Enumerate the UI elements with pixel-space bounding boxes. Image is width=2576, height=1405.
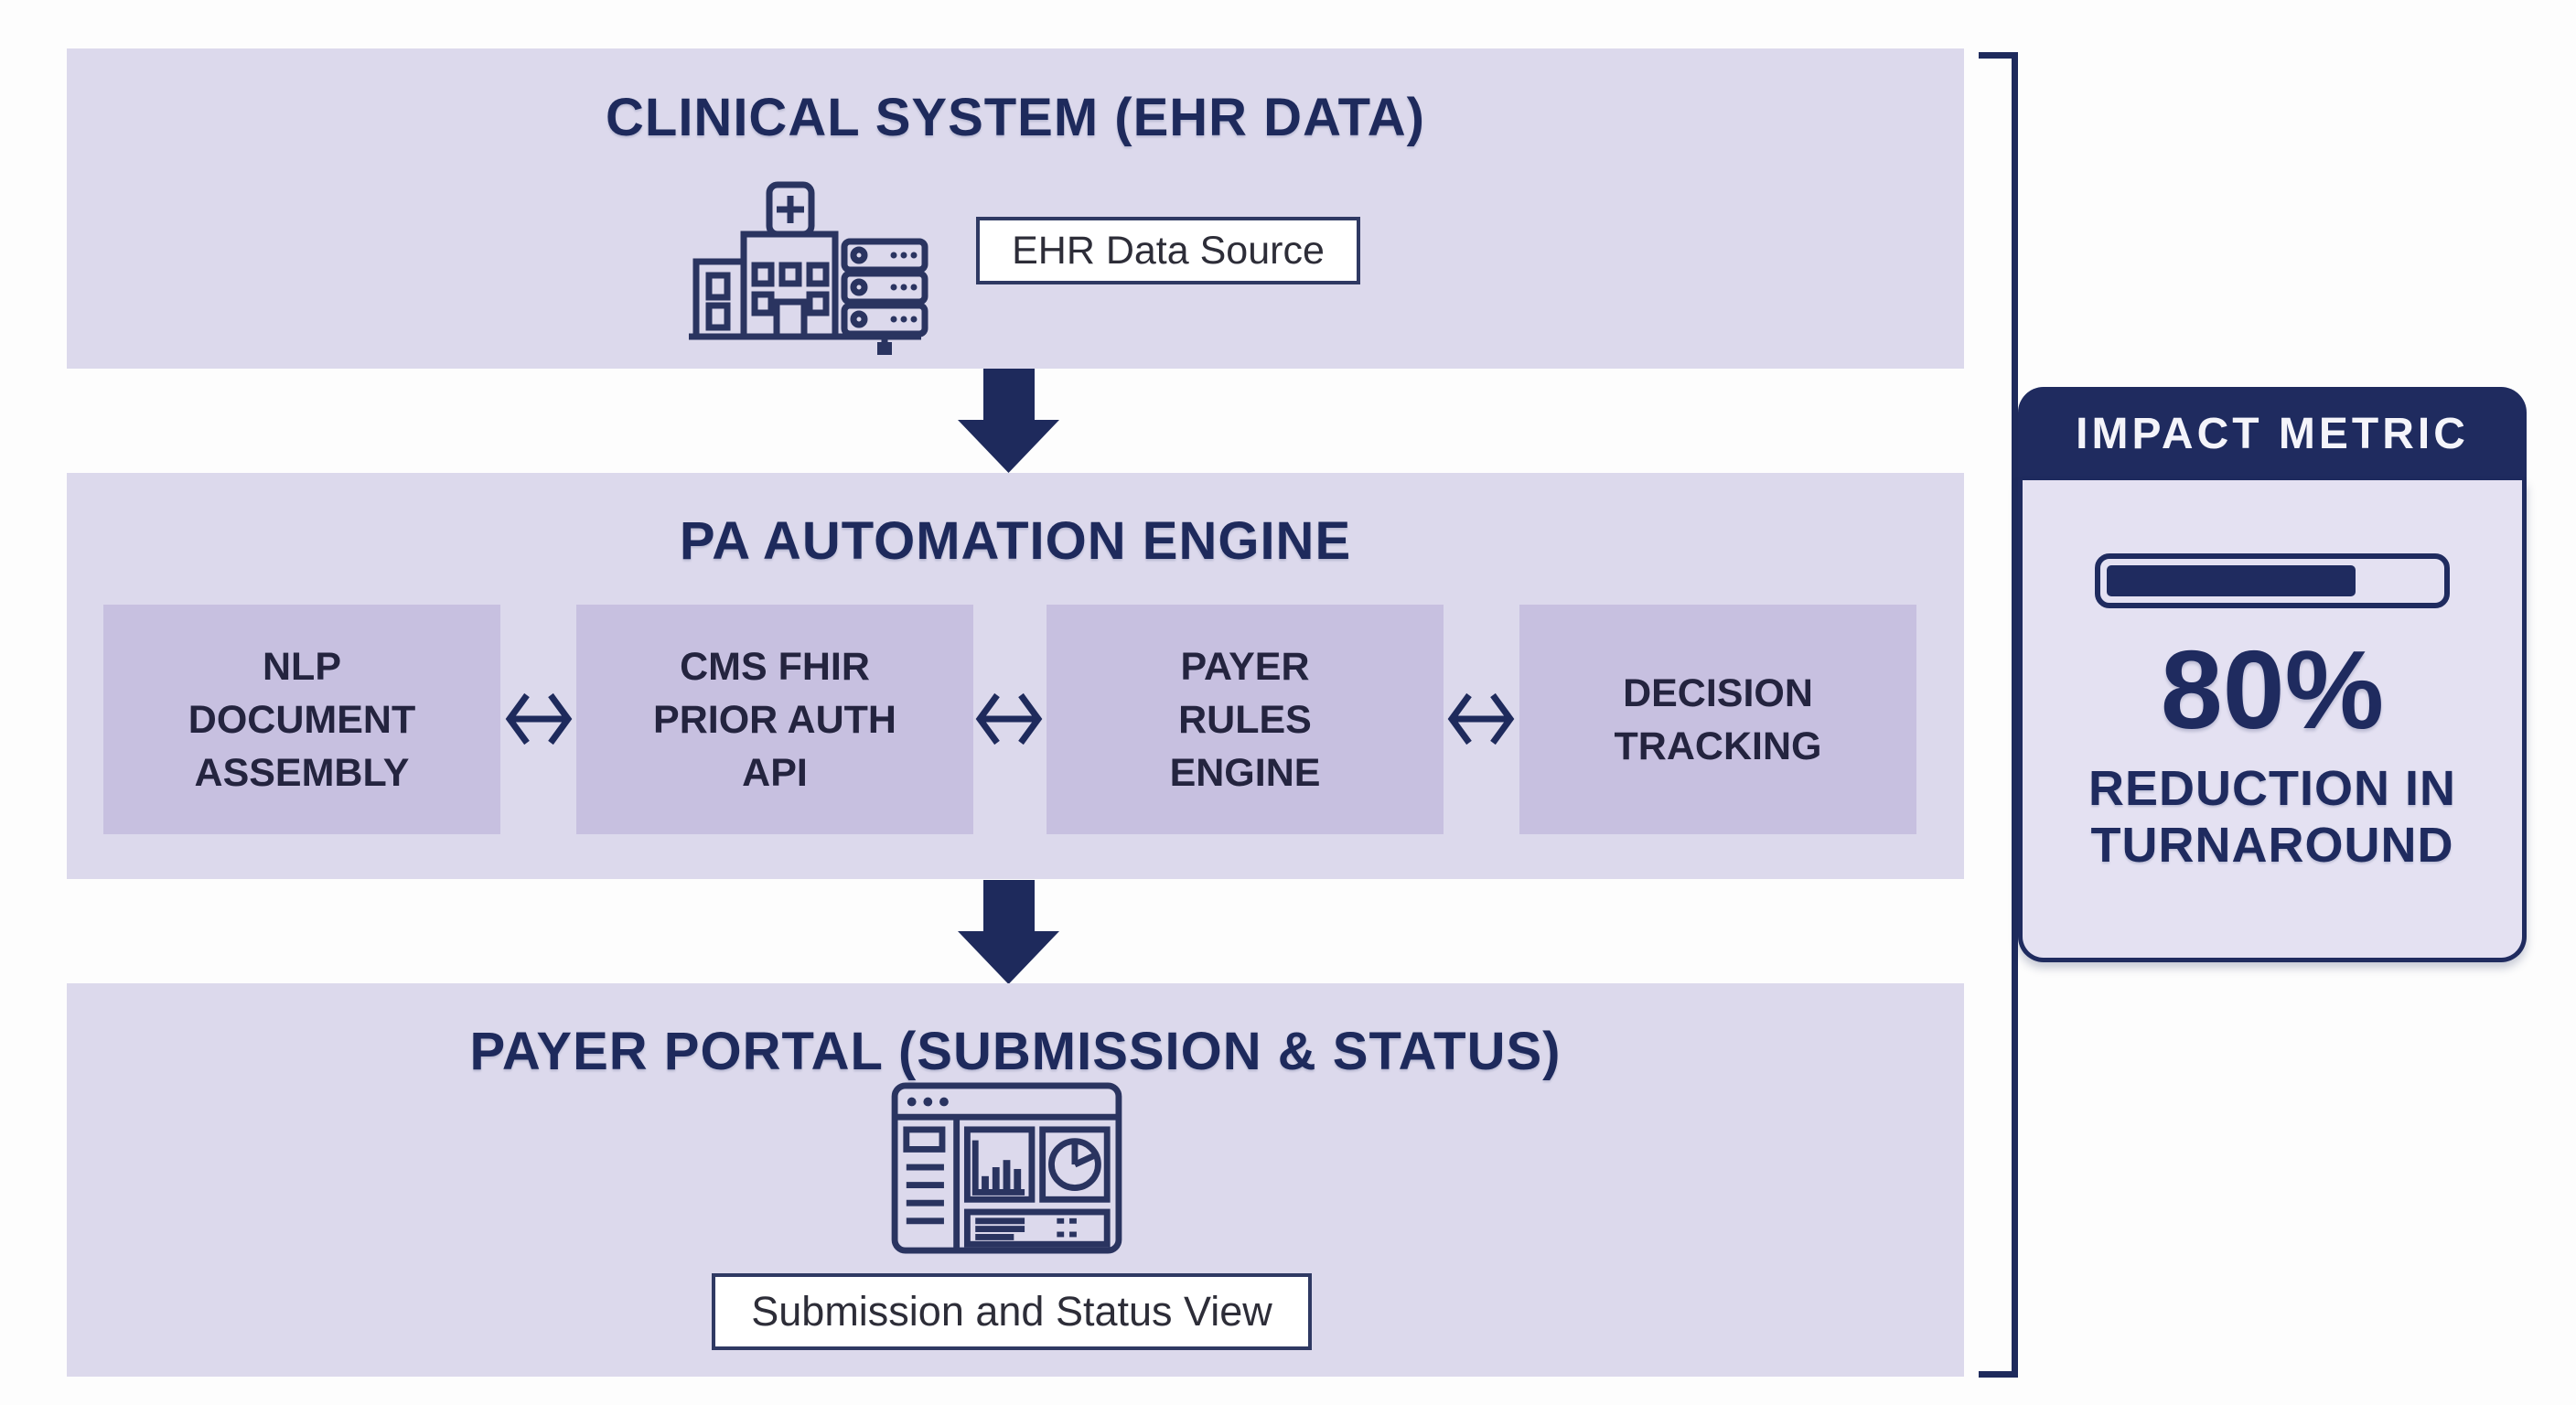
impact-caption-line: TURNAROUND [2090, 818, 2454, 873]
module-payer-rules-engine: PAYER RULES ENGINE [1046, 605, 1444, 834]
impact-metric-header: IMPACT METRIC [2018, 387, 2527, 480]
bracket-bottom-foot [1979, 1371, 2018, 1378]
browser-dashboard-icon [891, 1082, 1122, 1254]
progress-bar [2095, 553, 2450, 608]
bidirectional-arrow-icon [1447, 692, 1515, 745]
module-line: API [742, 750, 808, 795]
module-line: TRACKING [1614, 724, 1822, 768]
bidirectional-arrow-icon [505, 692, 573, 745]
impact-progress-fill [2107, 565, 2356, 596]
module-line: RULES [1178, 697, 1312, 742]
impact-caption: REDUCTION IN TURNAROUND [2088, 760, 2456, 874]
module-line: ASSEMBLY [194, 750, 410, 795]
ehr-data-source-label: EHR Data Source [976, 217, 1360, 284]
clinical-system-band [67, 48, 1964, 369]
module-line: CMS FHIR [680, 644, 870, 689]
bracket-line [2012, 52, 2018, 1378]
impact-metric-card: IMPACT METRIC 80% REDUCTION IN TURNAROUN… [2018, 387, 2527, 962]
clinical-system-title: CLINICAL SYSTEM (EHR DATA) [606, 88, 1425, 147]
down-arrow-icon [958, 369, 1059, 473]
module-cms-fhir-prior-auth-api: CMS FHIR PRIOR AUTH API [576, 605, 973, 834]
pa-automation-engine-title: PA AUTOMATION ENGINE [679, 511, 1352, 571]
submission-status-label: Submission and Status View [712, 1273, 1312, 1350]
impact-metric-body: 80% REDUCTION IN TURNAROUND [2018, 480, 2527, 962]
module-line: DOCUMENT [188, 697, 416, 742]
bracket-top-foot [1979, 52, 2018, 59]
bidirectional-arrow-icon [975, 692, 1043, 745]
module-line: DECISION [1623, 670, 1813, 715]
impact-caption-line: REDUCTION IN [2088, 761, 2456, 816]
module-line: PRIOR AUTH [653, 697, 896, 742]
module-line: ENGINE [1169, 750, 1321, 795]
module-nlp-document-assembly: NLP DOCUMENT ASSEMBLY [103, 605, 500, 834]
impact-value: 80% [2160, 627, 2385, 752]
module-line: NLP [263, 644, 341, 689]
module-decision-tracking: DECISION TRACKING [1519, 605, 1916, 834]
hospital-ehr-icon [689, 181, 928, 355]
module-line: PAYER [1180, 644, 1310, 689]
down-arrow-icon [958, 880, 1059, 984]
payer-portal-title: PAYER PORTAL (SUBMISSION & STATUS) [469, 1022, 1562, 1081]
